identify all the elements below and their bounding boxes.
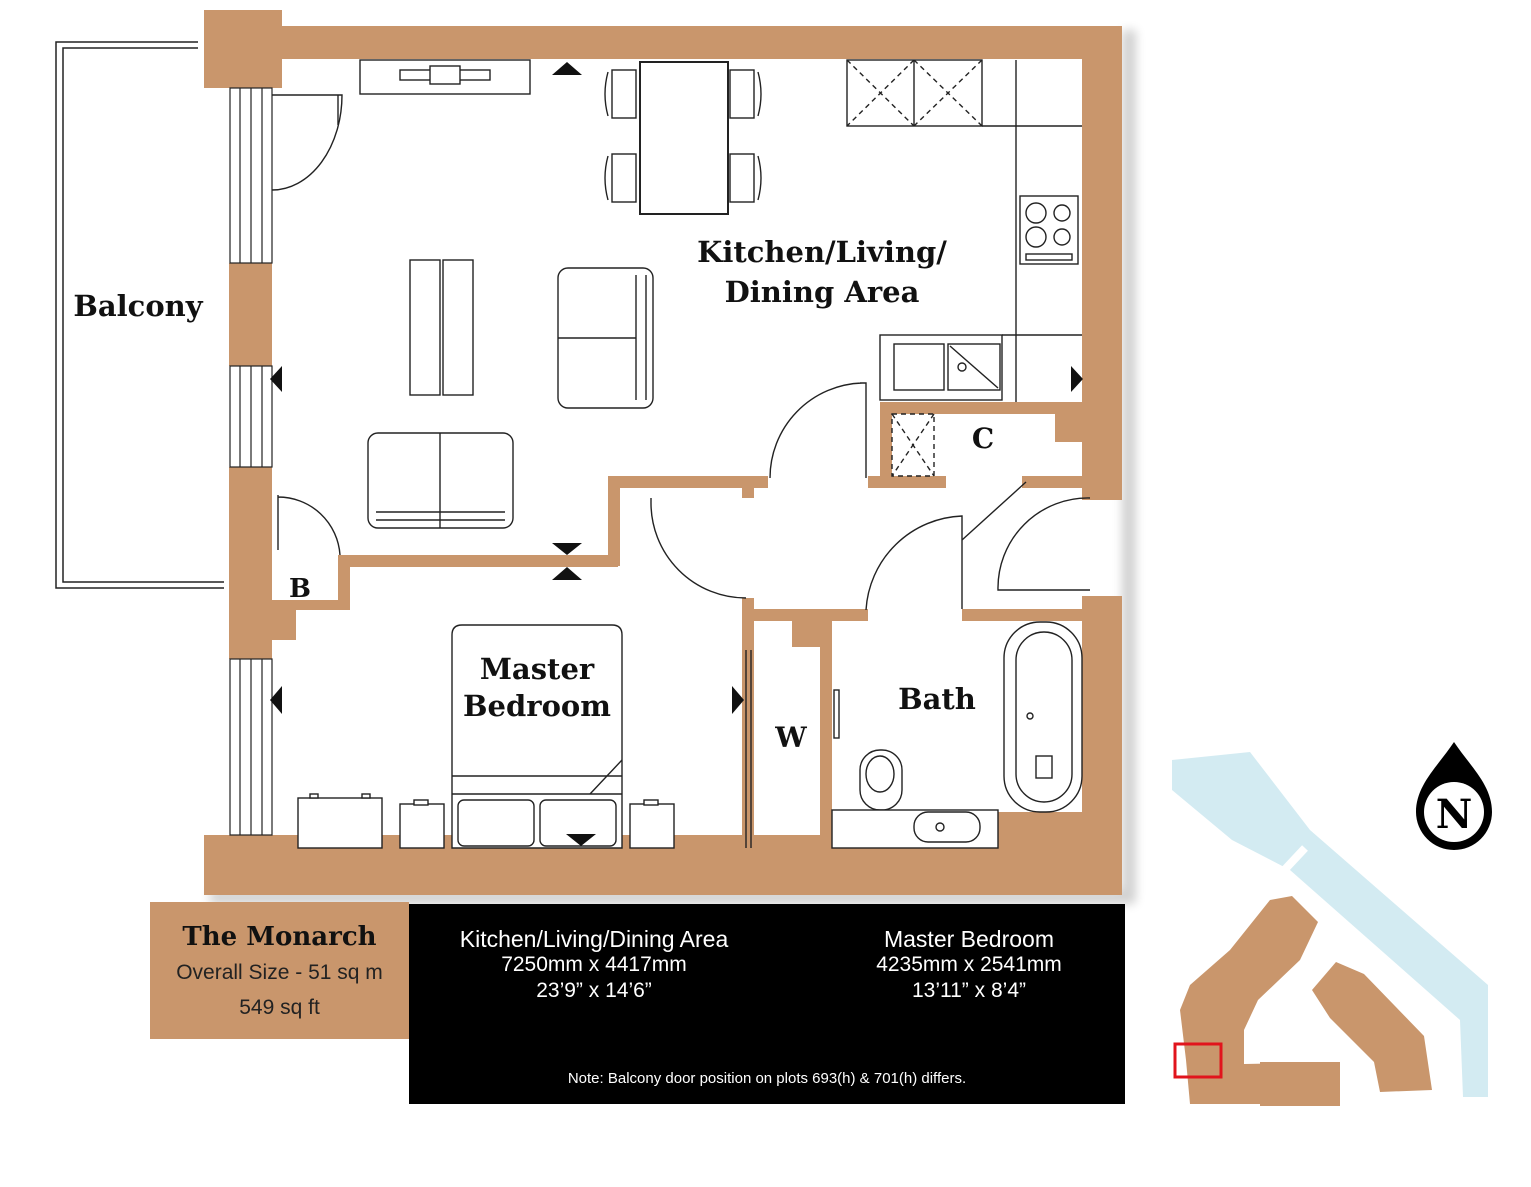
- room-label-master-line1: Master: [480, 652, 595, 686]
- overall-size-imperial: 549 sq ft: [239, 996, 320, 1019]
- bedroom-dim-room: Master Bedroom: [883, 926, 1054, 952]
- property-summary-panel: The Monarch Overall Size - 51 sq m 549 s…: [150, 902, 409, 1039]
- windows: [229, 87, 273, 836]
- balcony-outline: [55, 41, 224, 589]
- room-label-kitchen-line2: Dining Area: [725, 275, 920, 309]
- room-label-master-line2: Bedroom: [463, 689, 611, 723]
- compass-letter: N: [1436, 791, 1473, 838]
- north-compass-icon: N: [1416, 742, 1492, 850]
- room-label-balcony: Balcony: [73, 289, 203, 323]
- bedroom-dimensions: Master Bedroom 4235mm x 2541mm 13’11” x …: [809, 926, 1129, 1004]
- room-label-wardrobe-w: W: [774, 721, 807, 754]
- room-dimensions-panel: Kitchen/Living/Dining Area 7250mm x 4417…: [409, 904, 1125, 1104]
- kitchen-dim-room: Kitchen/Living/Dining Area: [459, 926, 729, 952]
- kitchen-dim-imperial: 23’9” x 14’6”: [536, 979, 652, 1002]
- plot-highlight: [1173, 1042, 1223, 1079]
- room-label-bath: Bath: [898, 682, 976, 716]
- direction-markers: [270, 62, 1083, 846]
- bedroom-dim-imperial: 13’11” x 8’4”: [911, 979, 1026, 1002]
- plot-note: Note: Balcony door position on plots 693…: [567, 1070, 967, 1087]
- door-swings: [271, 94, 1091, 848]
- site-location-map: [1172, 752, 1488, 1106]
- kitchen-dim-metric: 7250mm x 4417mm: [501, 953, 687, 976]
- property-name: The Monarch: [182, 922, 377, 952]
- river: [1172, 752, 1488, 1097]
- bedroom-dim-metric: 4235mm x 2541mm: [876, 953, 1062, 976]
- room-label-cupboard-c: C: [972, 422, 994, 455]
- kitchen-dimensions: Kitchen/Living/Dining Area 7250mm x 4417…: [429, 926, 759, 1004]
- room-label-kitchen-line1: Kitchen/Living/: [697, 235, 947, 269]
- overall-size-metric: Overall Size - 51 sq m: [176, 961, 383, 984]
- furniture: [297, 59, 1083, 849]
- room-label-cupboard-b: B: [289, 574, 311, 604]
